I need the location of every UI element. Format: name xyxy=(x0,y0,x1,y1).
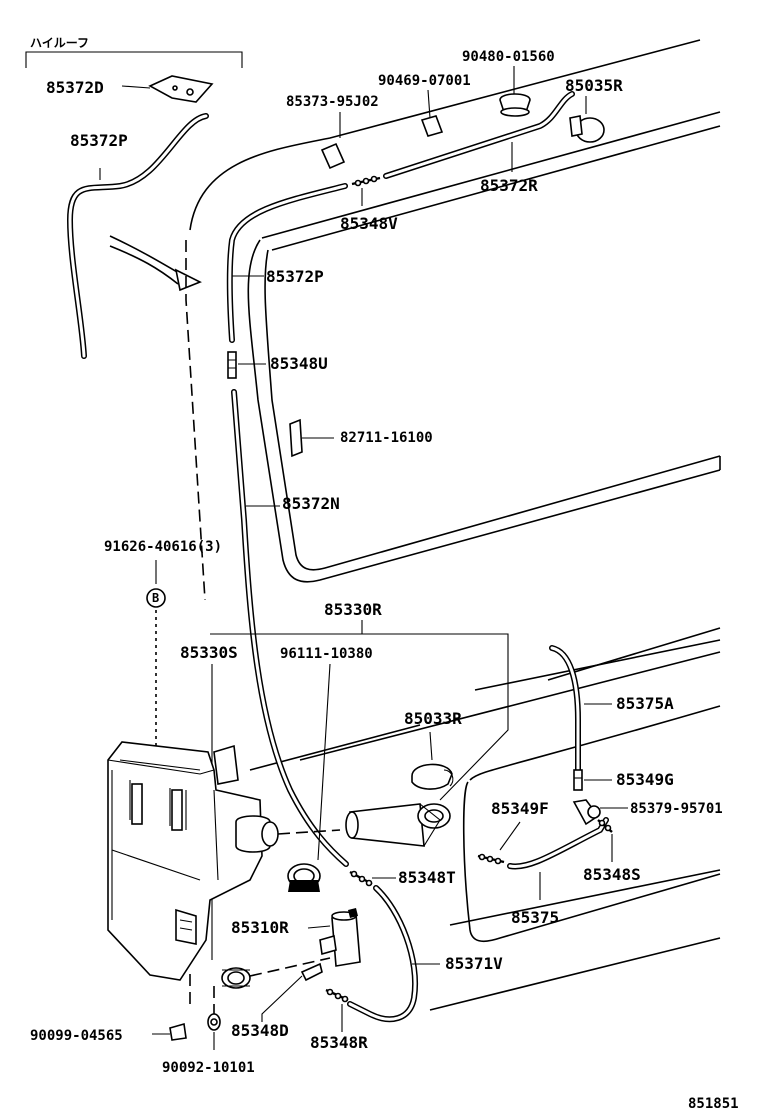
label-85348U[interactable]: 85348U xyxy=(270,354,328,373)
label-85371V[interactable]: 85371V xyxy=(445,954,503,973)
clamp-82711[interactable] xyxy=(289,418,303,458)
joint-85349G[interactable] xyxy=(573,769,583,791)
label-90480-01560[interactable]: 90480-01560 xyxy=(462,49,555,65)
lower-joints: 85348D 85348R xyxy=(231,962,368,1052)
label-85349G[interactable]: 85349G xyxy=(616,770,674,789)
label-85375[interactable]: 85375 xyxy=(511,908,559,927)
label-85379-95701[interactable]: 85379-95701 xyxy=(630,801,723,817)
bolt-group: 91626-40616(3) B xyxy=(104,539,222,750)
label-90092-10101[interactable]: 90092-10101 xyxy=(162,1060,255,1076)
label-85310R[interactable]: 85310R xyxy=(231,918,289,937)
label-85348T[interactable]: 85348T xyxy=(398,868,456,887)
clip-85373[interactable] xyxy=(320,142,346,170)
pump-85310R-group: 85310R xyxy=(231,908,361,977)
label-85375A[interactable]: 85375A xyxy=(616,694,674,713)
top-nozzle-area: 90480-01560 90469-07001 85035R 85373-95J… xyxy=(286,49,623,233)
diagram-code: 851851 xyxy=(688,1096,739,1112)
bottom-fasteners: 90099-04565 90092-10101 xyxy=(30,974,255,1076)
tank-assembly-lines: 85330R 85330S 96111-10380 xyxy=(180,600,509,960)
pump-85310R[interactable] xyxy=(331,913,361,967)
label-85348D[interactable]: 85348D xyxy=(231,1021,289,1040)
grommet-96111[interactable] xyxy=(287,863,321,892)
pump-grommet[interactable] xyxy=(221,967,251,989)
label-85035R[interactable]: 85035R xyxy=(565,76,623,95)
pillar-hose: 85372P 85348U 82711-16100 85372N xyxy=(226,183,433,867)
label-85372D[interactable]: 85372D xyxy=(46,78,104,97)
joint-85348D[interactable] xyxy=(300,962,323,982)
label-96111-10380[interactable]: 96111-10380 xyxy=(280,646,373,662)
label-85348R[interactable]: 85348R xyxy=(310,1033,368,1052)
label-85372P-top[interactable]: 85372P xyxy=(70,131,128,150)
high-roof-label: ハイルーフ xyxy=(30,36,89,50)
label-90099-04565[interactable]: 90099-04565 xyxy=(30,1028,123,1044)
label-85033R[interactable]: 85033R xyxy=(404,709,462,728)
label-85372R[interactable]: 85372R xyxy=(480,176,538,195)
filler-neck[interactable] xyxy=(349,803,425,847)
label-85349F[interactable]: 85349F xyxy=(491,799,549,818)
label-91626-40616[interactable]: 91626-40616(3) xyxy=(104,539,222,555)
clip-90469[interactable] xyxy=(420,115,444,137)
label-85348V[interactable]: 85348V xyxy=(340,214,398,233)
label-85372P[interactable]: 85372P xyxy=(266,267,324,286)
bolt-mark-icon xyxy=(146,588,166,608)
tank-cap-group: 85033R xyxy=(345,709,462,847)
joint-85348U[interactable] xyxy=(227,351,237,379)
high-roof-section: ハイルーフ 85372D 85372P xyxy=(25,36,243,601)
label-85330R[interactable]: 85330R xyxy=(324,600,382,619)
label-82711-16100[interactable]: 82711-16100 xyxy=(340,430,433,446)
label-85372N[interactable]: 85372N xyxy=(282,494,340,513)
label-85348S[interactable]: 85348S xyxy=(583,865,641,884)
lower-hose-group: 85348T 85371V xyxy=(347,868,503,1023)
label-90469-07001[interactable]: 90469-07001 xyxy=(378,73,471,89)
label-85373-95J02[interactable]: 85373-95J02 xyxy=(286,94,379,110)
cap-85033R[interactable] xyxy=(411,763,453,790)
bolt-90099[interactable] xyxy=(169,1022,187,1041)
washer-tank[interactable] xyxy=(107,741,341,981)
label-85330S[interactable]: 85330S xyxy=(180,643,238,662)
bracket-85372D[interactable] xyxy=(148,75,214,103)
bolt-mark-letter: B xyxy=(152,591,159,605)
right-hose-group: 85375A 85349G 85379-95701 85349F 85348S … xyxy=(477,645,723,927)
